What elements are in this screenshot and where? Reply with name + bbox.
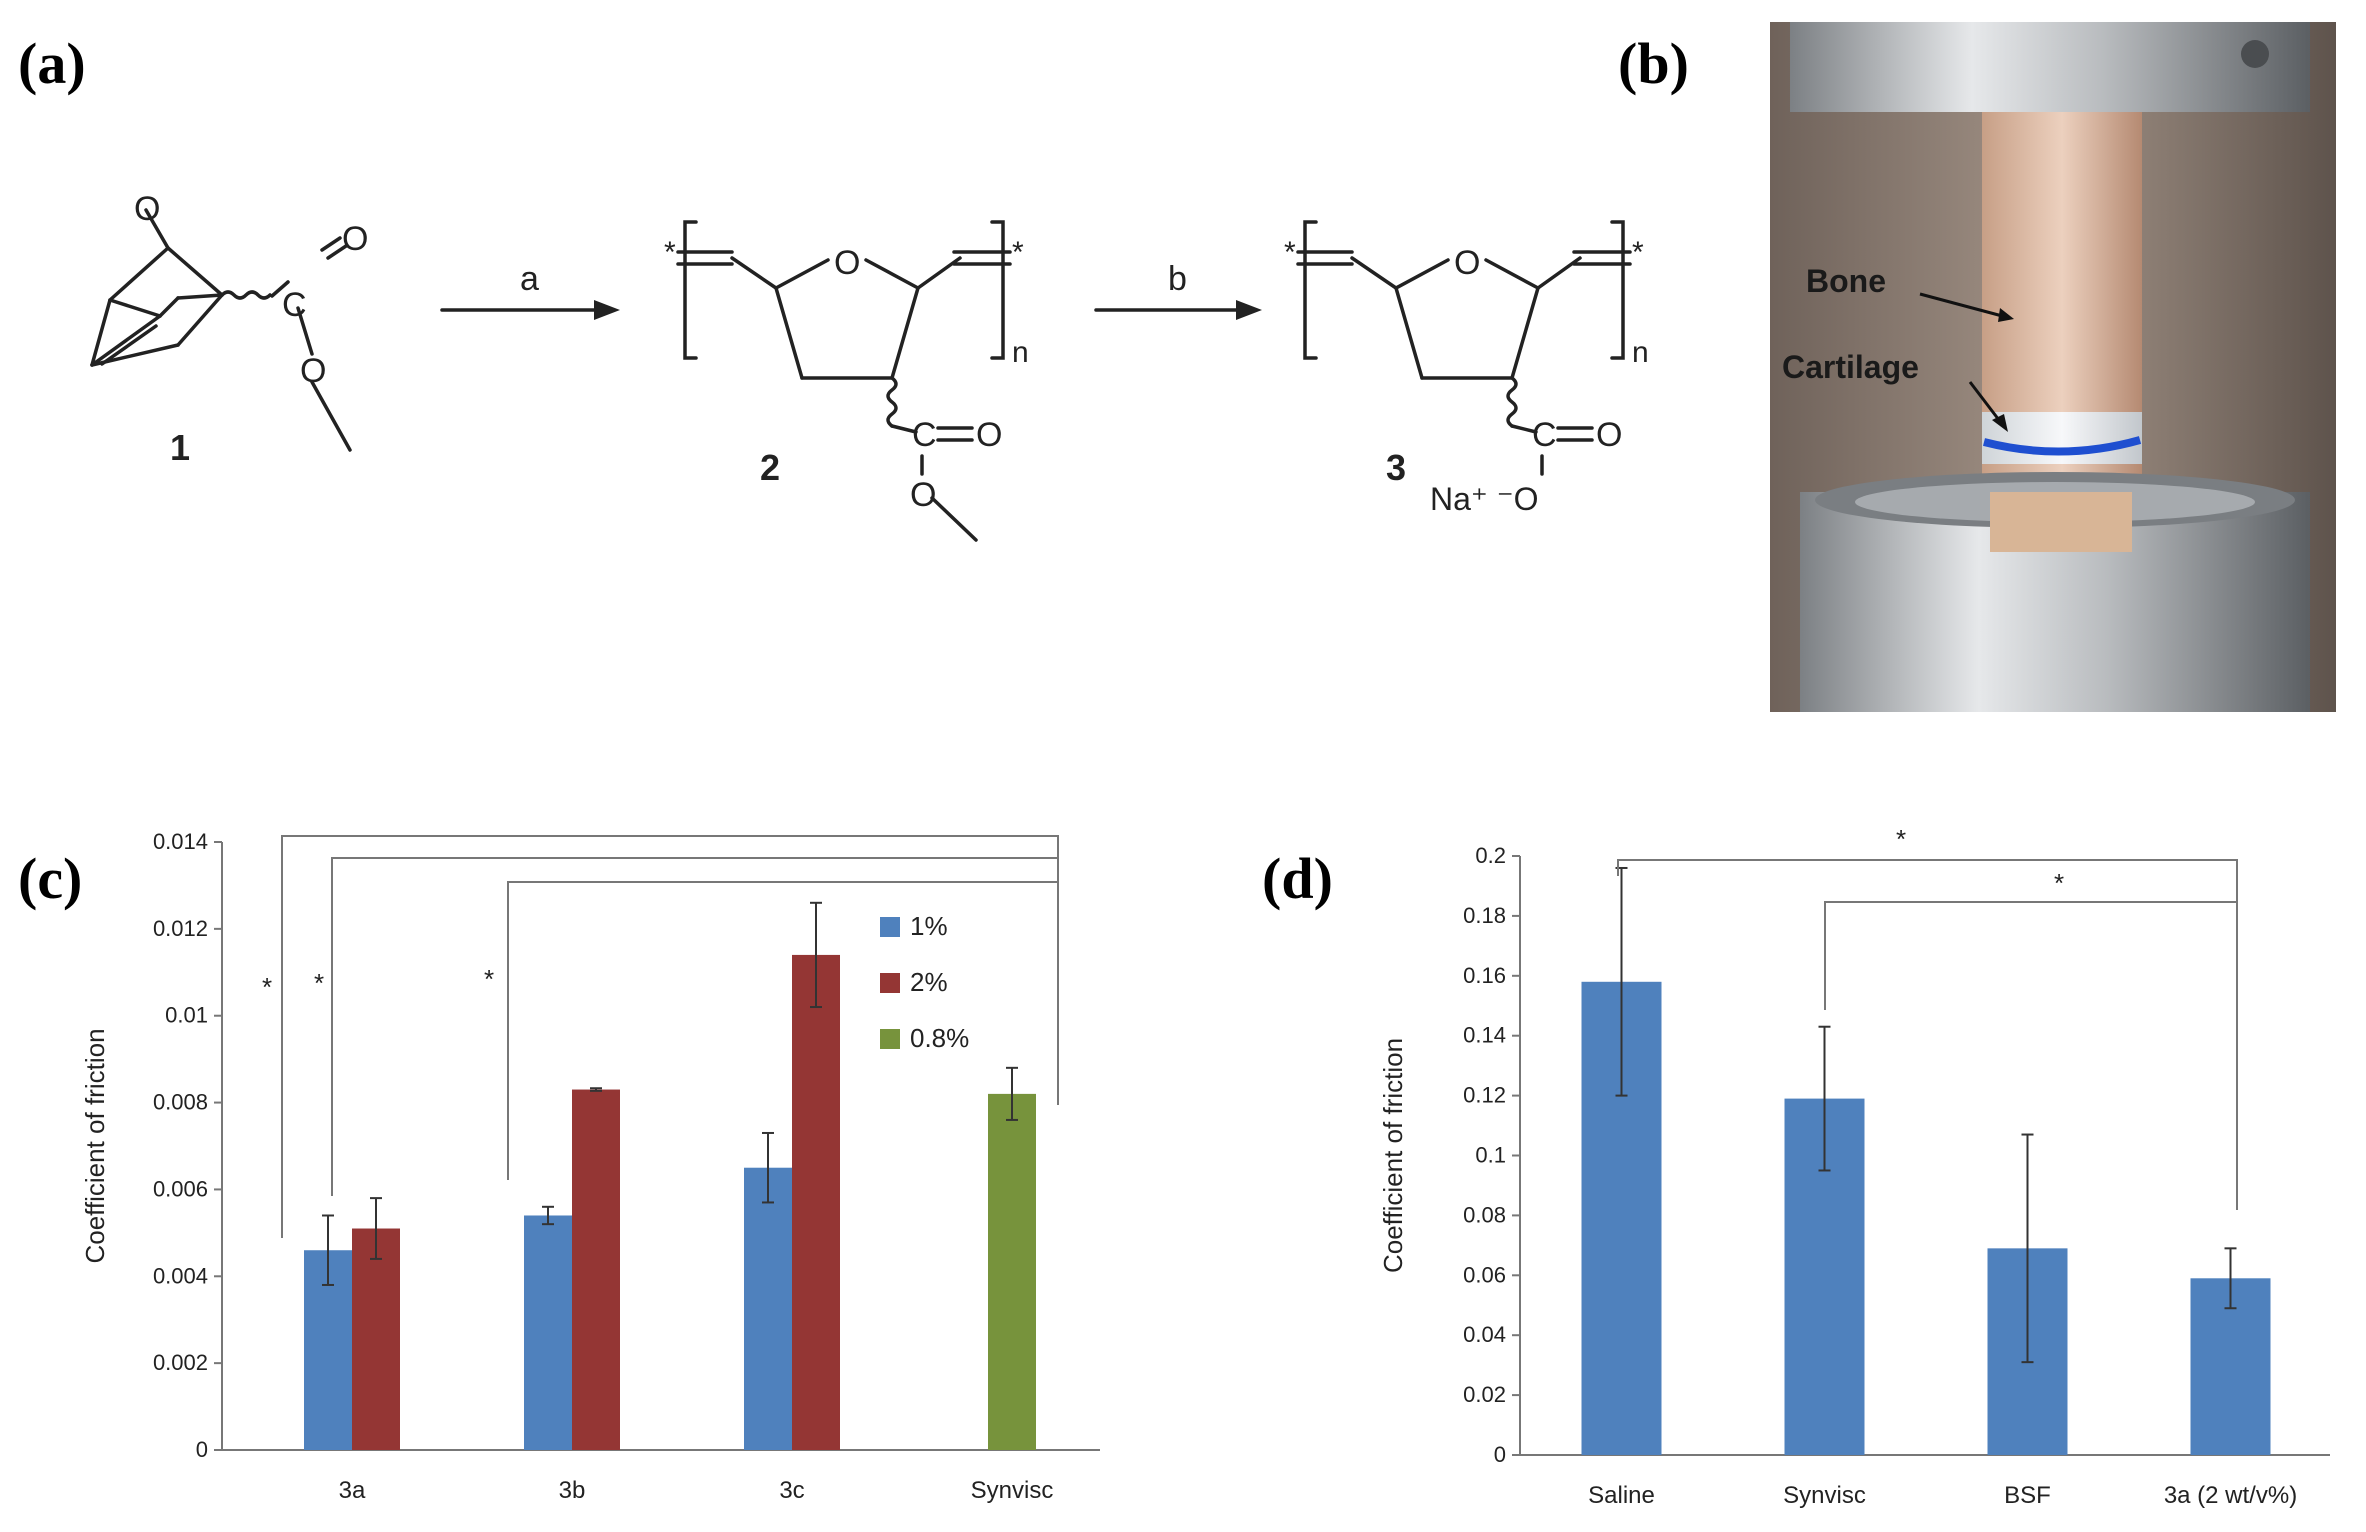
chart-c: 0 0.002 0.004 0.006 0.008 0.01 0.012 0.014Coeff…: [80, 829, 1100, 1504]
bar: [352, 1228, 400, 1450]
x-tick-label: Synvisc: [971, 1477, 1054, 1504]
y-tick-label: 0.004: [153, 1263, 208, 1288]
y-tick-label: 0.014: [153, 829, 208, 854]
y-tick-label: 0.008: [153, 1090, 208, 1115]
significance-star: *: [314, 968, 324, 998]
atom-o-1c: O: [300, 352, 326, 390]
legend-label: 2%: [910, 967, 948, 997]
panel-label-b: (b): [1618, 31, 1689, 96]
atom-o-1b: O: [342, 220, 368, 258]
y-axis-label: Coefficient of friction: [80, 1028, 110, 1263]
y-tick-label: 0.1: [1475, 1143, 1506, 1168]
atom-c-3: C: [1532, 416, 1557, 454]
compound-1-structure: [90, 208, 352, 452]
x-tick-label: 3a (2 wt/v%): [2164, 1482, 2297, 1509]
x-tick-label: 3a: [339, 1477, 366, 1504]
end-star-3a: *: [1284, 236, 1296, 269]
end-star-3b: *: [1632, 236, 1644, 269]
end-star-2b: *: [1012, 236, 1024, 269]
y-tick-label: 0.2: [1475, 843, 1506, 868]
compound-2-structure: [676, 220, 1012, 542]
x-tick-label: BSF: [2004, 1482, 2051, 1509]
panel-label-d: (d): [1262, 846, 1333, 911]
compound-label-3: 3: [1386, 447, 1406, 488]
legend-swatch: [880, 1029, 900, 1049]
reaction-scheme: O C O O 1 a * * O n C O O 2 b * * O n C …: [90, 190, 1649, 542]
panel-label-a: (a): [18, 31, 86, 96]
bone-label: Bone: [1806, 263, 1886, 299]
bar: [792, 954, 840, 1450]
compound-label-2: 2: [760, 447, 780, 488]
upper-clamp: [1790, 22, 2310, 112]
significance-star: *: [262, 972, 272, 1002]
y-tick-label: 0.012: [153, 916, 208, 941]
y-tick-label: 0.04: [1463, 1322, 1506, 1347]
compound-label-1: 1: [170, 427, 190, 468]
atom-o-2b: O: [976, 416, 1002, 454]
cartilage-label: Cartilage: [1782, 349, 1919, 385]
y-tick-label: 0.006: [153, 1176, 208, 1201]
atom-o-2: O: [834, 244, 860, 282]
counter-ion-3: Na⁺ ⁻O: [1430, 481, 1538, 517]
y-tick-label: 0.08: [1463, 1202, 1506, 1227]
y-tick-label: 0.02: [1463, 1382, 1506, 1407]
y-tick-label: 0.16: [1463, 963, 1506, 988]
y-tick-label: 0.01: [165, 1003, 208, 1028]
legend-swatch: [880, 917, 900, 937]
y-tick-label: 0.002: [153, 1350, 208, 1375]
x-tick-label: Synvisc: [1783, 1482, 1866, 1509]
legend-swatch: [880, 973, 900, 993]
atom-c-1: C: [282, 286, 307, 324]
x-tick-label: 3c: [779, 1477, 804, 1504]
atom-o-3b: O: [1596, 416, 1622, 454]
significance-bracket: [1824, 901, 2237, 1010]
y-tick-label: 0.12: [1463, 1083, 1506, 1108]
atom-o-2c: O: [910, 476, 936, 514]
significance-bracket: [507, 881, 1059, 1180]
bar: [988, 1093, 1036, 1450]
y-axis-label: Coefficient of friction: [1378, 1038, 1408, 1273]
significance-star: *: [484, 964, 494, 994]
y-tick-label: 0.06: [1463, 1262, 1506, 1287]
legend-label: 1%: [910, 911, 948, 941]
y-tick-label: 0.18: [1463, 903, 1506, 928]
arrow-label-b: b: [1168, 260, 1187, 298]
significance-star: *: [1896, 824, 1906, 854]
significance-star: *: [2054, 868, 2064, 898]
significance-bracket: [1617, 859, 2238, 1210]
y-tick-label: 0: [196, 1437, 208, 1462]
atom-c-2: C: [912, 416, 937, 454]
chart-d: 0 0.02 0.04 0.06 0.08 0.1 0.12 0.14 0.16 0.18 0.2C…: [1378, 824, 2330, 1509]
end-star-2a: *: [664, 236, 676, 269]
bar: [744, 1167, 792, 1450]
compound-3-structure: [1296, 220, 1632, 476]
atom-o-3: O: [1454, 244, 1480, 282]
legend-label: 0.8%: [910, 1023, 969, 1053]
specimen-photo: Bone Cartilage: [1770, 22, 2336, 712]
x-tick-label: 3b: [559, 1477, 586, 1504]
subscript-n-3: n: [1632, 336, 1649, 369]
x-tick-label: Saline: [1588, 1482, 1655, 1509]
y-tick-label: 0.14: [1463, 1023, 1506, 1048]
bar: [572, 1089, 620, 1450]
bar: [524, 1215, 572, 1450]
subscript-n-2: n: [1012, 336, 1029, 369]
arrow-label-a: a: [520, 260, 539, 298]
y-tick-label: 0: [1494, 1442, 1506, 1467]
panel-label-c: (c): [18, 846, 83, 911]
atom-o-1: O: [134, 190, 160, 228]
